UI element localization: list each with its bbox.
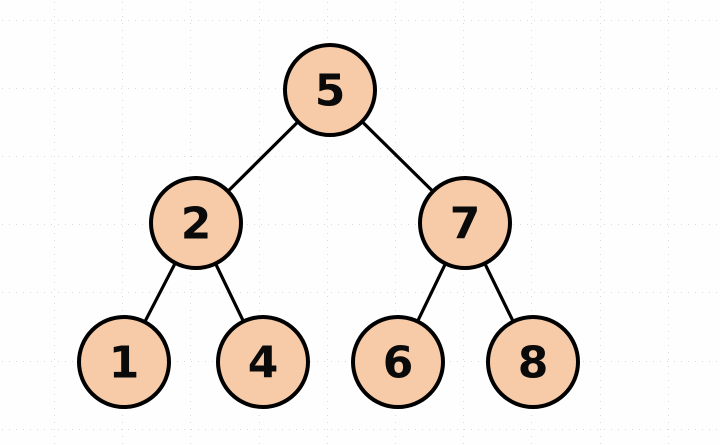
edges-layer xyxy=(142,119,516,325)
tree-node-circle[interactable] xyxy=(283,43,377,137)
tree-node-circle[interactable] xyxy=(486,315,580,409)
tree-node[interactable]: 5 xyxy=(283,43,377,137)
tree-node-label: 4 xyxy=(248,338,279,389)
tree-node[interactable]: 4 xyxy=(216,315,310,409)
tree-node-label: 5 xyxy=(315,66,346,117)
tree-node-label: 1 xyxy=(109,338,140,389)
tree-edge xyxy=(482,260,516,325)
tree-node-label: 8 xyxy=(518,338,549,389)
tree-node[interactable]: 6 xyxy=(351,315,445,409)
tree-edge xyxy=(415,261,448,324)
tree-node-circle[interactable] xyxy=(149,176,243,270)
tree-edge xyxy=(142,260,178,325)
tree-node[interactable]: 8 xyxy=(486,315,580,409)
tree-node-circle[interactable] xyxy=(77,315,171,409)
nodes-layer: 5 2 7 1 4 6 8 xyxy=(77,43,580,409)
tree-node-circle[interactable] xyxy=(351,315,445,409)
tree-node-label: 2 xyxy=(181,199,212,250)
tree-edge xyxy=(213,261,246,324)
tree-node-circle[interactable] xyxy=(418,176,512,270)
tree-node[interactable]: 1 xyxy=(77,315,171,409)
tree-node[interactable]: 2 xyxy=(149,176,243,270)
tree-node-label: 6 xyxy=(383,338,414,389)
tree-node-circle[interactable] xyxy=(216,315,310,409)
tree-edge xyxy=(225,119,301,194)
tree-node[interactable]: 7 xyxy=(418,176,512,270)
tree-edge xyxy=(359,119,436,194)
tree-node-label: 7 xyxy=(450,199,481,250)
